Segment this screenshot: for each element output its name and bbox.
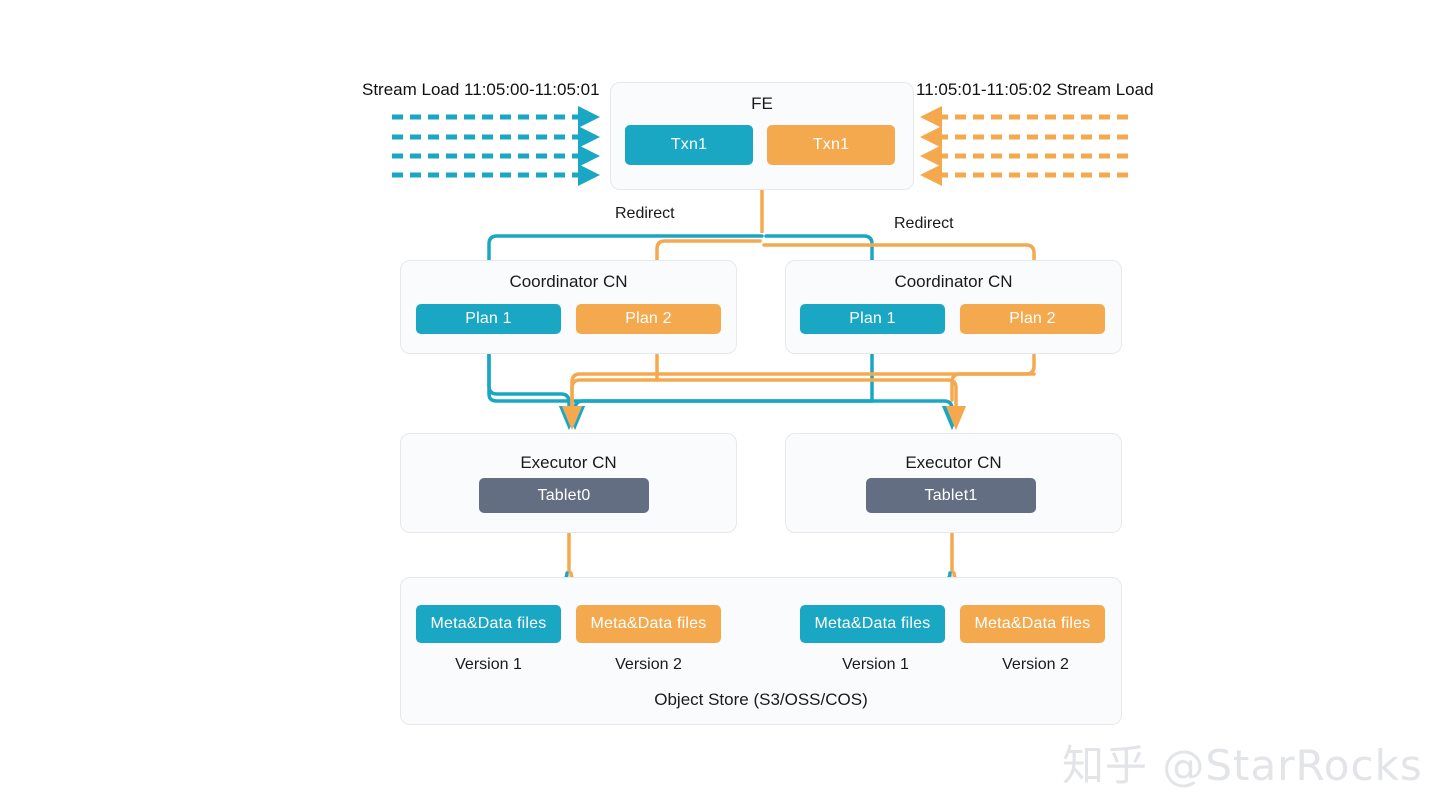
version-label-3: Version 1	[842, 656, 909, 673]
edge-fe-to-coord2-plan2	[762, 243, 1045, 305]
meta-data-files-chip-3[interactable]: Meta&Data files	[800, 605, 945, 643]
fe-txn-chip-2[interactable]: Txn1	[767, 125, 895, 165]
executor1-tablet-chip[interactable]: Tablet0	[479, 478, 649, 513]
version-label-2: Version 2	[615, 656, 682, 673]
edge-coord1-plan2-to-exec1	[561, 378, 659, 431]
coordinator2-plan-2-chip[interactable]: Plan 2	[960, 304, 1105, 334]
version-label-1: Version 1	[455, 656, 522, 673]
meta-data-files-chip-4[interactable]: Meta&Data files	[960, 605, 1105, 643]
redirect-label-right: Redirect	[894, 215, 954, 232]
fe-txn-chip-1[interactable]: Txn1	[625, 125, 753, 165]
coordinator1-plan-1-chip[interactable]: Plan 1	[416, 304, 561, 334]
stream-arrows-right	[942, 114, 1128, 178]
edge-coord2-plan2-to-bus	[570, 332, 1036, 420]
stream-arrows-left	[392, 114, 578, 178]
version-label-4: Version 2	[1002, 656, 1069, 673]
coordinator2-plan-1-chip[interactable]: Plan 1	[800, 304, 945, 334]
coordinator-cn-title-2: Coordinator CN	[894, 272, 1013, 291]
fe-title: FE	[751, 94, 773, 113]
stream-load-label-right: 11:05:01-11:05:02 Stream Load	[916, 80, 1154, 99]
edge-coord2-plan1-to-exec1	[564, 399, 874, 431]
object-store-caption: Object Store (S3/OSS/COS)	[654, 690, 868, 709]
meta-data-files-chip-2[interactable]: Meta&Data files	[576, 605, 721, 643]
executor2-tablet-chip[interactable]: Tablet1	[866, 478, 1036, 513]
redirect-label-left: Redirect	[615, 205, 675, 222]
coordinator-cn-title-1: Coordinator CN	[509, 272, 628, 291]
meta-data-files-chip-1[interactable]: Meta&Data files	[416, 605, 561, 643]
edge-fe-to-coord1-plan2	[646, 239, 762, 305]
stream-arrowheads-right	[920, 106, 942, 186]
coordinator1-plan-2-chip[interactable]: Plan 2	[576, 304, 721, 334]
stream-arrowheads-left	[578, 106, 600, 186]
executor-cn-title-2: Executor CN	[905, 453, 1002, 472]
edge-fe-to-coord1-plan1	[478, 234, 764, 305]
edge-coord1-plan2-to-exec2	[655, 378, 967, 431]
stream-load-label-left: Stream Load 11:05:00-11:05:01	[362, 80, 600, 99]
watermark: 知乎 @StarRocks	[1062, 741, 1423, 790]
executor-cn-title-1: Executor CN	[520, 453, 617, 472]
edge-coord2-plan2-to-exec2	[950, 372, 1036, 402]
object-store-panel: Object Store (S3/OSS/COS)	[400, 577, 1122, 725]
